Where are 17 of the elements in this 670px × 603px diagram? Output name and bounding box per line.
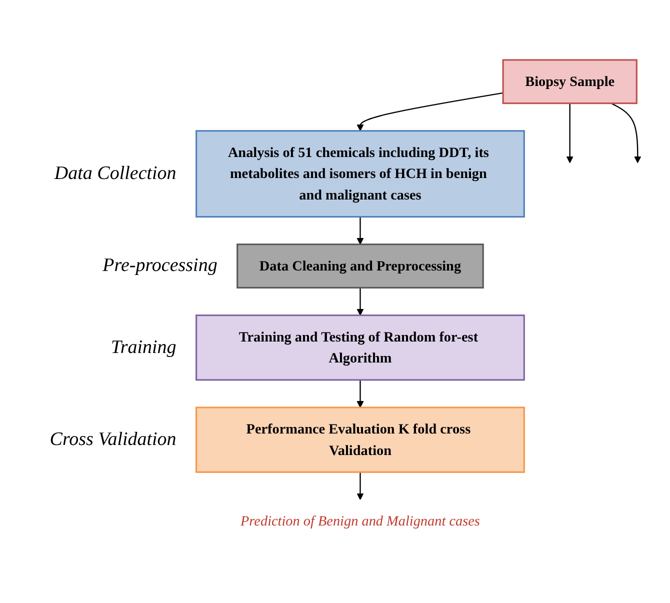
- node-box: Training and Testing of Random for-est Algorithm: [196, 314, 525, 381]
- node-box: Data Cleaning and Preprocessing: [236, 244, 484, 288]
- stage-label: Pre-processing: [102, 255, 218, 278]
- arrow: [611, 102, 642, 164]
- node-box: Performance Evaluation K fold cross Validation: [196, 406, 525, 473]
- node-box: Analysis of 51 chemicals including DDT, its metabolites and isomers of HCH in benign and malignant cases: [196, 130, 525, 218]
- arrow: [356, 92, 504, 132]
- arrow: [566, 103, 574, 164]
- stage-label: Cross Validation: [50, 428, 176, 451]
- node-box: Biopsy Sample: [502, 59, 638, 104]
- node-text: Prediction of Benign and Malignant cases: [240, 513, 480, 529]
- arrow: [356, 216, 364, 245]
- stage-label: Training: [110, 336, 176, 359]
- arrow: [356, 472, 364, 500]
- arrow: [356, 288, 364, 316]
- stage-label: Data Collection: [54, 162, 176, 185]
- arrow: [356, 380, 364, 408]
